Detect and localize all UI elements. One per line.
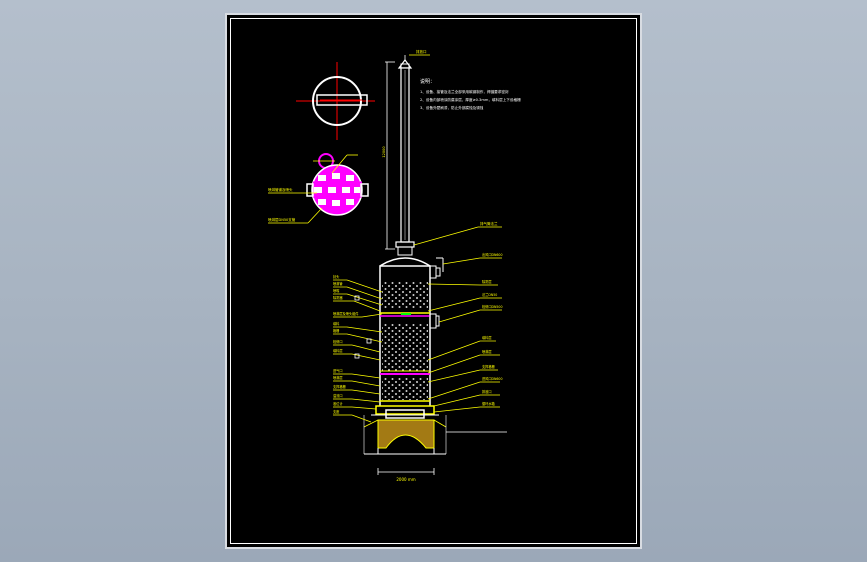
left-label-11: 喷淋层 (333, 375, 343, 380)
top-view (296, 62, 375, 140)
left-label-13: 溢流口 (333, 393, 343, 398)
notes-line-3: 3、设备外壁刷漆，防止外部腐蚀及锈蚀 (420, 105, 484, 110)
label-manhole: 检修口DN500 (482, 304, 503, 309)
notes: 说明： 1、设备、接管及法兰全部采用碳钢制作，焊缝要求密封 2、设备内部喷涂防腐… (420, 78, 521, 110)
notes-line-2: 2、设备内部喷涂防腐涂层，厚度≥0.3mm，填料层上下设格栅 (420, 97, 521, 102)
left-label-5: 喷淋层及喷头组件 (333, 311, 359, 316)
stack-top-label: 排放口 (416, 49, 427, 54)
left-label-9: 填料层 (333, 348, 343, 353)
plate-label-2: 喷淋层DN50支管 (268, 217, 296, 222)
width-value: 2000 (396, 477, 407, 482)
width-unit: mm (408, 477, 416, 482)
label-packing: 填料层 (482, 335, 492, 340)
tower-base: 2000 mm (363, 405, 507, 482)
left-label-15: 支座 (333, 409, 340, 414)
left-label-8: 检修口 (333, 339, 343, 344)
drawing-sheet: 喷淋管道及喷头 喷淋层DN50支管 12000 排放口 排气筒法兰 说明： 1、… (225, 13, 642, 549)
stack-height-dim: 12000 (382, 146, 386, 157)
stack-flange-label: 排气筒法兰 (480, 221, 498, 226)
left-markers (354, 295, 372, 359)
notes-line-1: 1、设备、接管及法兰全部采用碳钢制作，焊缝要求密封 (420, 89, 509, 94)
left-label-text: 封头 喷淋管 喷嘴 除雾器 喷淋层及喷头组件 填料 格栅 检修口 填料层 进气口… (333, 274, 359, 414)
plate-label-1: 喷淋管道及喷头 (268, 187, 293, 192)
left-label-4: 除雾器 (333, 295, 343, 300)
left-label-1: 封头 (333, 274, 340, 279)
left-label-14: 液位计 (333, 401, 343, 406)
label-flange: 法兰DN50 (482, 292, 497, 297)
tower-drawing: 喷淋管道及喷头 喷淋层DN50支管 12000 排放口 排气筒法兰 说明： 1、… (268, 49, 521, 482)
exhaust-stack: 12000 排放口 排气筒法兰 (382, 49, 502, 256)
label-outlet: 出风口DN600 (482, 252, 503, 257)
left-label-6: 填料 (333, 321, 340, 326)
label-inlet: 进风口DN600 (482, 376, 503, 381)
label-demister: 除雾层 (482, 279, 492, 284)
right-label-text: 出风口DN600 除雾层 法兰DN50 检修口DN500 填料层 喷淋层 支撑格… (482, 252, 503, 406)
label-spray: 喷淋层 (482, 349, 492, 354)
label-support: 支撑格栅 (482, 364, 496, 369)
spray-plate-view: 喷淋管道及喷头 喷淋层DN50支管 (268, 153, 369, 224)
label-drain: 排液口 (482, 389, 492, 394)
left-label-2: 喷淋管 (333, 281, 343, 286)
left-labels (333, 279, 383, 423)
left-label-12: 支撑格栅 (333, 384, 347, 389)
tower-body (379, 257, 444, 409)
right-labels (427, 257, 502, 413)
notes-heading: 说明： (420, 78, 435, 85)
label-tank: 循环水箱 (482, 401, 496, 406)
left-label-10: 进气口 (333, 368, 343, 373)
width-dimension: 2000 mm (396, 477, 415, 482)
left-label-3: 喷嘴 (333, 288, 340, 293)
left-label-7: 格栅 (333, 328, 340, 333)
